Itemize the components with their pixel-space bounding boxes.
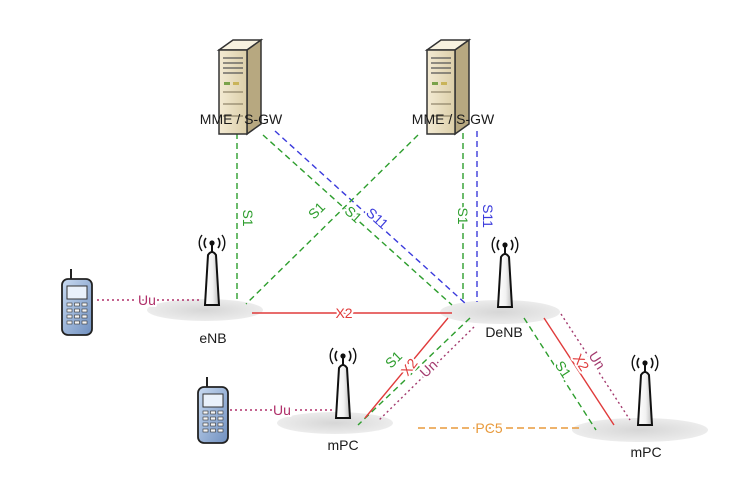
x2-denb-mpc-right (543, 317, 615, 426)
un-denb-mpc-right (560, 313, 631, 421)
s1-label-cross-a: S1 (305, 199, 329, 223)
uu-label-mpc: Uu (273, 402, 291, 418)
x2-denb-mpc-left (364, 317, 449, 419)
un-label-mpc-left: Un (417, 356, 441, 380)
mpc-left-tower-icon (329, 347, 357, 419)
pc5-label: PC5 (475, 420, 502, 436)
s1-denb-mpc-right (523, 317, 597, 431)
un-denb-mpc-left (377, 326, 475, 422)
enb-label: eNB (199, 330, 226, 346)
server-left-label: MME / S-GW (200, 111, 283, 127)
s1-label-denb-vertical: S1 (455, 207, 471, 224)
s1-left-server-denb (262, 134, 453, 306)
s11-label-denb-vertical: S11 (480, 204, 496, 228)
s1-denb-mpc-left (357, 317, 471, 426)
un-label-mpc-right: Un (586, 348, 609, 372)
s1-right-server-enb (245, 134, 419, 305)
mpc-left-label: mPC (327, 437, 358, 453)
mpc-right-tower-icon (631, 354, 659, 426)
mpc-right-label: mPC (630, 444, 661, 460)
mpc-left-ground (277, 412, 393, 434)
phone-bottom-icon (197, 376, 229, 444)
enb-tower-icon (198, 234, 226, 306)
server-right-label: MME / S-GW (412, 111, 495, 127)
s11-left-server-denb (274, 130, 467, 305)
phone-left-icon (61, 268, 93, 336)
mpc-right-ground (572, 418, 708, 442)
s11-label-cross: S11 (363, 204, 392, 232)
x2-label-enb-denb: X2 (335, 305, 352, 321)
denb-label: DeNB (485, 324, 522, 340)
uu-label-enb: Uu (138, 292, 156, 308)
denb-tower-icon (491, 236, 519, 308)
s1-label-enb-vertical: S1 (240, 209, 256, 226)
enb-ground (147, 299, 263, 321)
